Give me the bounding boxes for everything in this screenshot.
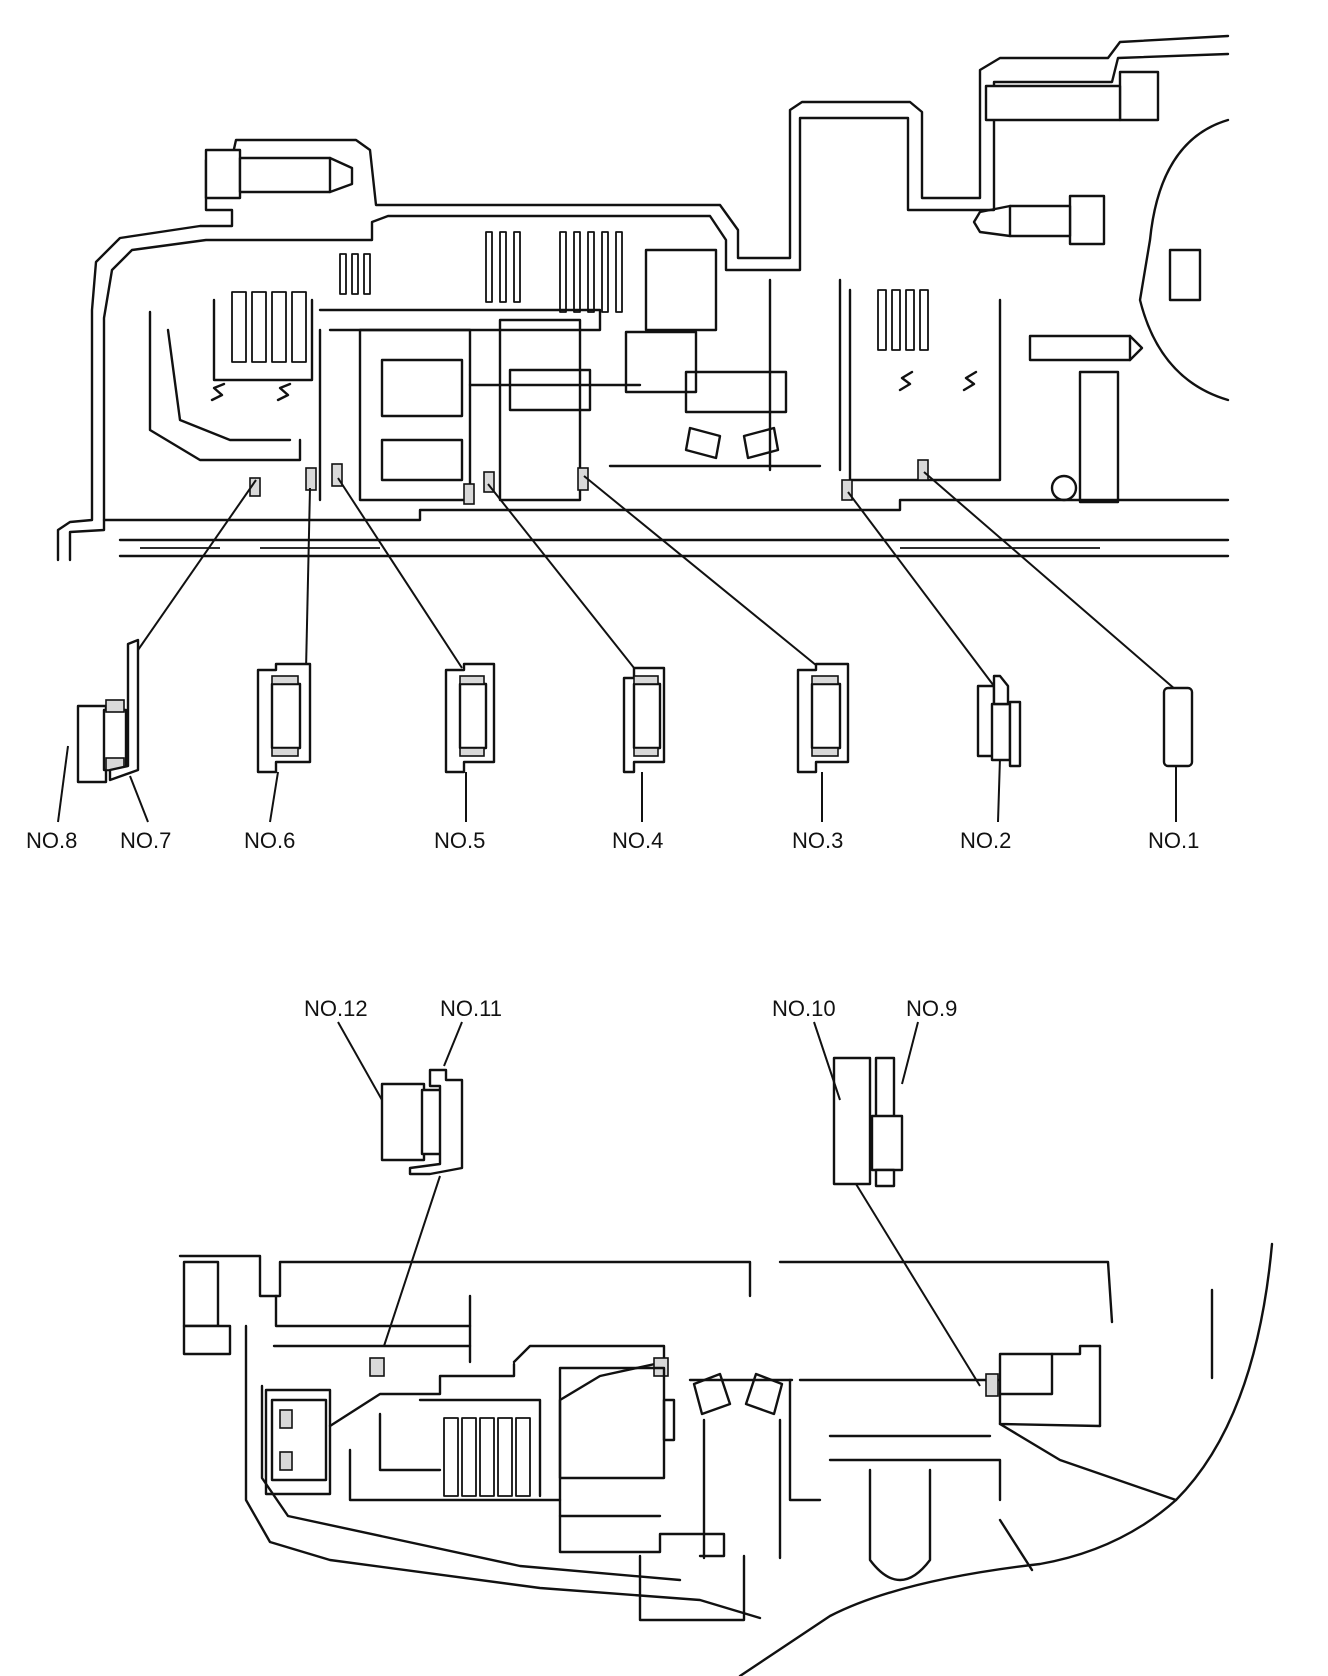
section-bearing-no2 bbox=[841, 479, 853, 501]
label-no8: NO.8 bbox=[26, 828, 77, 853]
label-no9: NO.9 bbox=[906, 996, 957, 1021]
label-no2: NO.2 bbox=[960, 828, 1011, 853]
label-no10: NO.10 bbox=[772, 996, 836, 1021]
bearing-no3-part bbox=[796, 662, 850, 774]
section-bearing-no4 bbox=[463, 483, 475, 505]
transfer-drive-gear bbox=[608, 248, 842, 472]
right-clutch-pack bbox=[848, 288, 1144, 504]
bearing-no8-part bbox=[76, 699, 128, 784]
section-bearing-no6 bbox=[305, 467, 317, 491]
section-bearing-no4b bbox=[483, 471, 495, 493]
bearing-no6-part bbox=[256, 662, 312, 774]
label-no3: NO.3 bbox=[792, 828, 843, 853]
bearing-no5-part bbox=[444, 662, 496, 774]
bearing-no11-part bbox=[408, 1068, 464, 1176]
upper-cross-section bbox=[56, 34, 1230, 562]
label-no11: NO.11 bbox=[440, 996, 502, 1021]
center-gear-set bbox=[318, 308, 642, 502]
section-bearing-no1 bbox=[917, 459, 929, 481]
bearing-no12-part bbox=[380, 1082, 426, 1162]
section-bearing-no5 bbox=[331, 463, 343, 487]
lower-cross-section bbox=[178, 1242, 1274, 1676]
label-no6: NO.6 bbox=[244, 828, 295, 853]
bearing-no1-part bbox=[1162, 686, 1194, 768]
lower-labels: NO.12 NO.11 NO.10 NO.9 bbox=[304, 996, 957, 1021]
bearing-no9-part bbox=[870, 1056, 904, 1188]
lower-leader-lines bbox=[337, 1021, 981, 1387]
upper-leader-lines bbox=[57, 471, 1177, 823]
label-no4: NO.4 bbox=[612, 828, 663, 853]
label-no7: NO.7 bbox=[120, 828, 171, 853]
upper-clutch-plates bbox=[339, 231, 623, 313]
bearing-no2-part bbox=[976, 674, 1022, 768]
bearing-no10-part bbox=[832, 1056, 872, 1186]
label-no12: NO.12 bbox=[304, 996, 368, 1021]
left-clutch-pack bbox=[148, 291, 314, 462]
upper-labels: NO.8 NO.7 NO.6 NO.5 NO.4 NO.3 NO.2 NO.1 bbox=[26, 828, 1199, 853]
bearing-no4-part bbox=[622, 666, 666, 774]
label-no1: NO.1 bbox=[1148, 828, 1199, 853]
label-no5: NO.5 bbox=[434, 828, 485, 853]
bearing-no7-part bbox=[108, 638, 140, 782]
